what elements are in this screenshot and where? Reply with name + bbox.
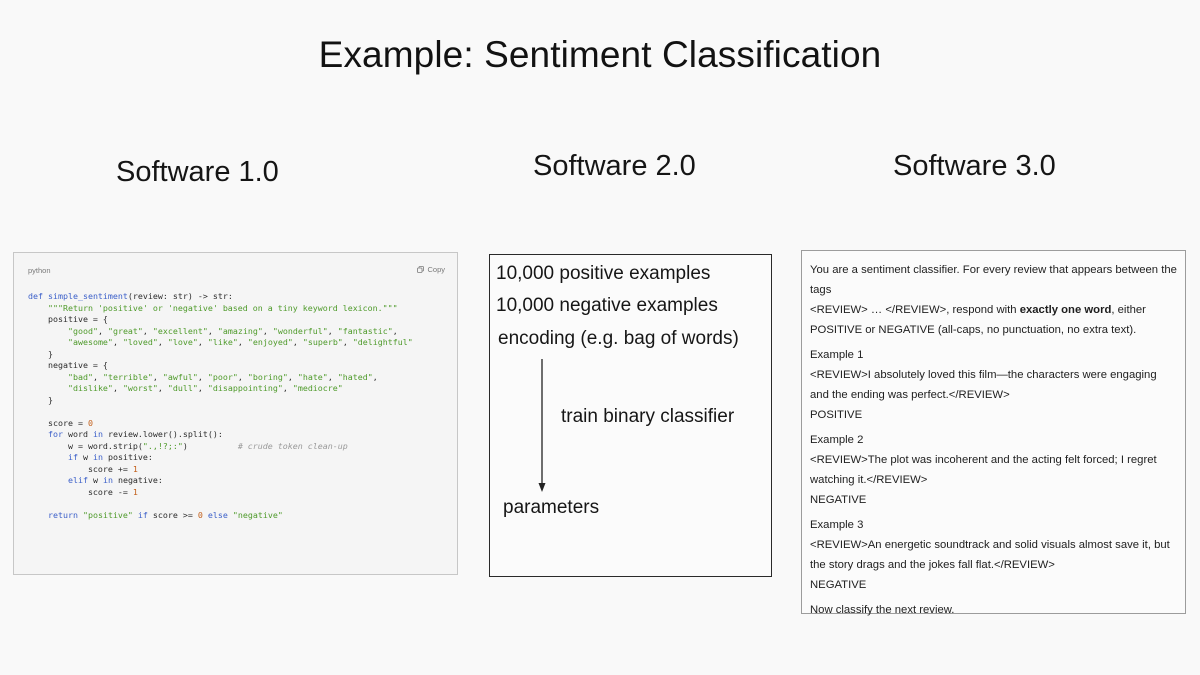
prompt-intro-line1: You are a sentiment classifier. For ever… [810, 264, 1177, 296]
parameters-label: parameters [503, 497, 600, 518]
code-line: "awesome", "loved", "love", "like", "enj… [67, 337, 413, 347]
example-answer: NEGATIVE [810, 494, 867, 506]
heading-software-2: Software 2.0 [533, 150, 696, 182]
code-line: "bad", "terrible", "awful", "poor", "bor… [67, 371, 378, 382]
software-2-panel: 10,000 positive examples 10,000 negative… [489, 254, 772, 577]
code-line: score += 1 [28, 463, 138, 474]
example-review: <REVIEW>I absolutely loved this film—the… [810, 369, 1157, 401]
code-line [28, 406, 413, 418]
heading-software-3: Software 3.0 [893, 150, 1056, 182]
example-answer: POSITIVE [810, 409, 863, 421]
code-line: } [28, 394, 53, 405]
code-block: python Copy def simple_sentiment(review:… [13, 252, 458, 575]
code-line: "dislike", "worst", "dull", "disappointi… [67, 383, 343, 393]
code-line: return "positive" if score >= 0 else "ne… [47, 509, 283, 520]
prompt-intro-line2-pre: <REVIEW> … </REVIEW>, respond with [810, 304, 1020, 316]
code-line: for word in review.lower().split(): [47, 429, 223, 439]
arrow-down-icon [534, 359, 550, 493]
code-content: def simple_sentiment(review: str) -> str… [28, 291, 413, 521]
encoding-text: encoding (e.g. bag of words) [498, 328, 739, 349]
code-language-label: python [28, 266, 51, 275]
prompt-closing: Now classify the next review. [810, 604, 955, 616]
code-line: "good", "great", "excellent", "amazing",… [67, 325, 398, 336]
example-label: Example 3 [810, 519, 864, 531]
code-line: """Return 'positive' or 'negative' based… [47, 302, 398, 313]
code-line: negative = { [28, 360, 108, 370]
example-block: Example 1 <REVIEW>I absolutely loved thi… [810, 345, 1177, 425]
code-line: if w in positive: [67, 452, 153, 462]
prompt-emphasis: exactly one word [1019, 304, 1112, 316]
prompt-intro: You are a sentiment classifier. For ever… [810, 260, 1177, 340]
code-line: w = word.strip(".,!?;:") # crude token c… [28, 440, 348, 451]
code-line: score -= 1 [28, 486, 138, 497]
heading-software-1: Software 1.0 [116, 156, 279, 188]
example-answer: NEGATIVE [810, 579, 867, 591]
code-line: elif w in negative: [67, 475, 163, 485]
code-line: positive = { [28, 314, 108, 324]
code-line [28, 498, 413, 510]
copy-label: Copy [427, 265, 445, 274]
example-block: Example 3 <REVIEW>An energetic soundtrac… [810, 515, 1177, 595]
copy-icon [417, 266, 425, 273]
example-label: Example 2 [810, 434, 864, 446]
code-line: } [28, 348, 53, 359]
example-block: Example 2 <REVIEW>The plot was incoheren… [810, 430, 1177, 510]
example-label: Example 1 [810, 349, 864, 361]
code-header: python Copy [14, 253, 457, 279]
prompt-intro-line3: POSITIVE or NEGATIVE (all-caps, no punct… [810, 324, 1137, 336]
positive-examples-text: 10,000 positive examples [496, 263, 711, 284]
slide-title: Example: Sentiment Classification [318, 34, 882, 75]
code-line: score = 0 [28, 417, 93, 428]
negative-examples-text: 10,000 negative examples [496, 295, 718, 316]
prompt-intro-line2-post: , either [1111, 304, 1146, 316]
train-classifier-label: train binary classifier [561, 406, 735, 427]
copy-button[interactable]: Copy [417, 265, 445, 274]
example-review: <REVIEW>An energetic soundtrack and soli… [810, 539, 1170, 571]
example-review: <REVIEW>The plot was incoherent and the … [810, 454, 1157, 486]
software-3-prompt-panel: You are a sentiment classifier. For ever… [801, 250, 1186, 616]
code-line: def simple_sentiment(review: str) -> str… [28, 291, 233, 301]
